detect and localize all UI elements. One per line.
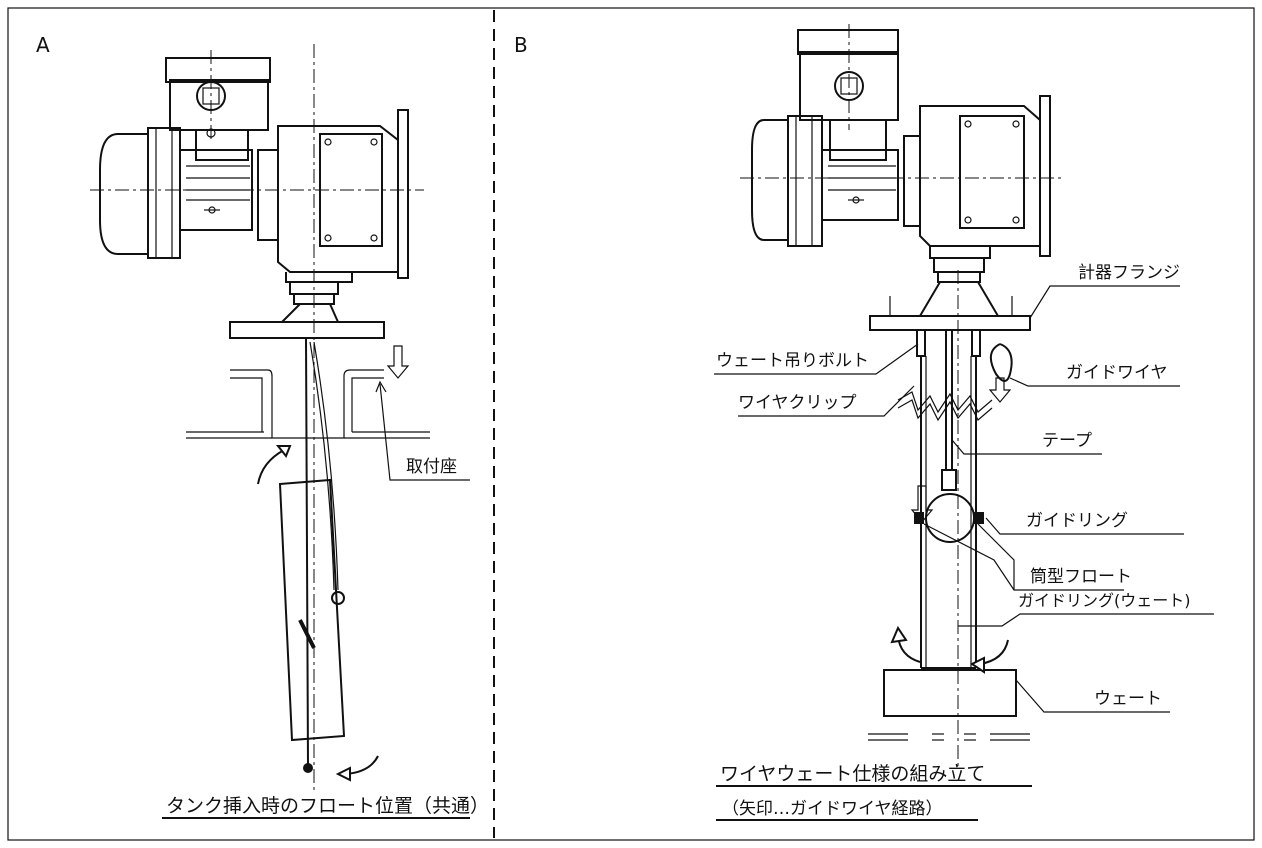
- weight-block-b: [868, 667, 1030, 741]
- label-wire-clip: ワイヤクリップ: [738, 393, 857, 413]
- label-instrument-flange: 計器フランジ: [1078, 263, 1180, 283]
- panel-b-letter: B: [514, 33, 528, 57]
- guide-wire-assembly: [897, 329, 1013, 668]
- outer-frame: [7, 7, 1255, 841]
- down-arrow-icon: [910, 485, 934, 523]
- label-guide-wire: ガイドワイヤ: [1066, 363, 1168, 383]
- label-mounting-seat: 取付座: [406, 457, 457, 477]
- gauge-head-a: [90, 44, 424, 790]
- panel-a-letter: A: [36, 33, 50, 57]
- label-guide-ring-weight: ガイドリング(ウェート): [1018, 591, 1191, 610]
- panel-a: A: [36, 33, 489, 819]
- label-weight-hanging-bolt: ウェート吊りボルト: [716, 351, 869, 371]
- leader-mounting-seat: [379, 383, 470, 481]
- panel-b: B: [514, 24, 1214, 821]
- label-weight: ウェート: [1094, 689, 1162, 709]
- gauge-head-b: [740, 24, 1064, 770]
- caption-a: タンク挿入時のフロート位置（共通）: [166, 795, 489, 817]
- label-tape: テープ: [1042, 431, 1092, 451]
- cylindrical-float-b: [914, 493, 984, 543]
- label-guide-ring: ガイドリング: [1026, 511, 1128, 531]
- down-arrow-icon: [386, 345, 410, 379]
- float-tilted-a: [278, 337, 346, 773]
- label-cylindrical-float: 筒型フロート: [1030, 567, 1132, 587]
- caption-b-line1: ワイヤウェート仕様の組み立て: [720, 763, 985, 785]
- caption-b-line2: （矢印…ガイドワイヤ経路）: [722, 799, 943, 819]
- curved-arrow-icon: [257, 449, 285, 485]
- leader-lines-b: [714, 285, 1214, 713]
- mounting-seat-a: [186, 369, 430, 439]
